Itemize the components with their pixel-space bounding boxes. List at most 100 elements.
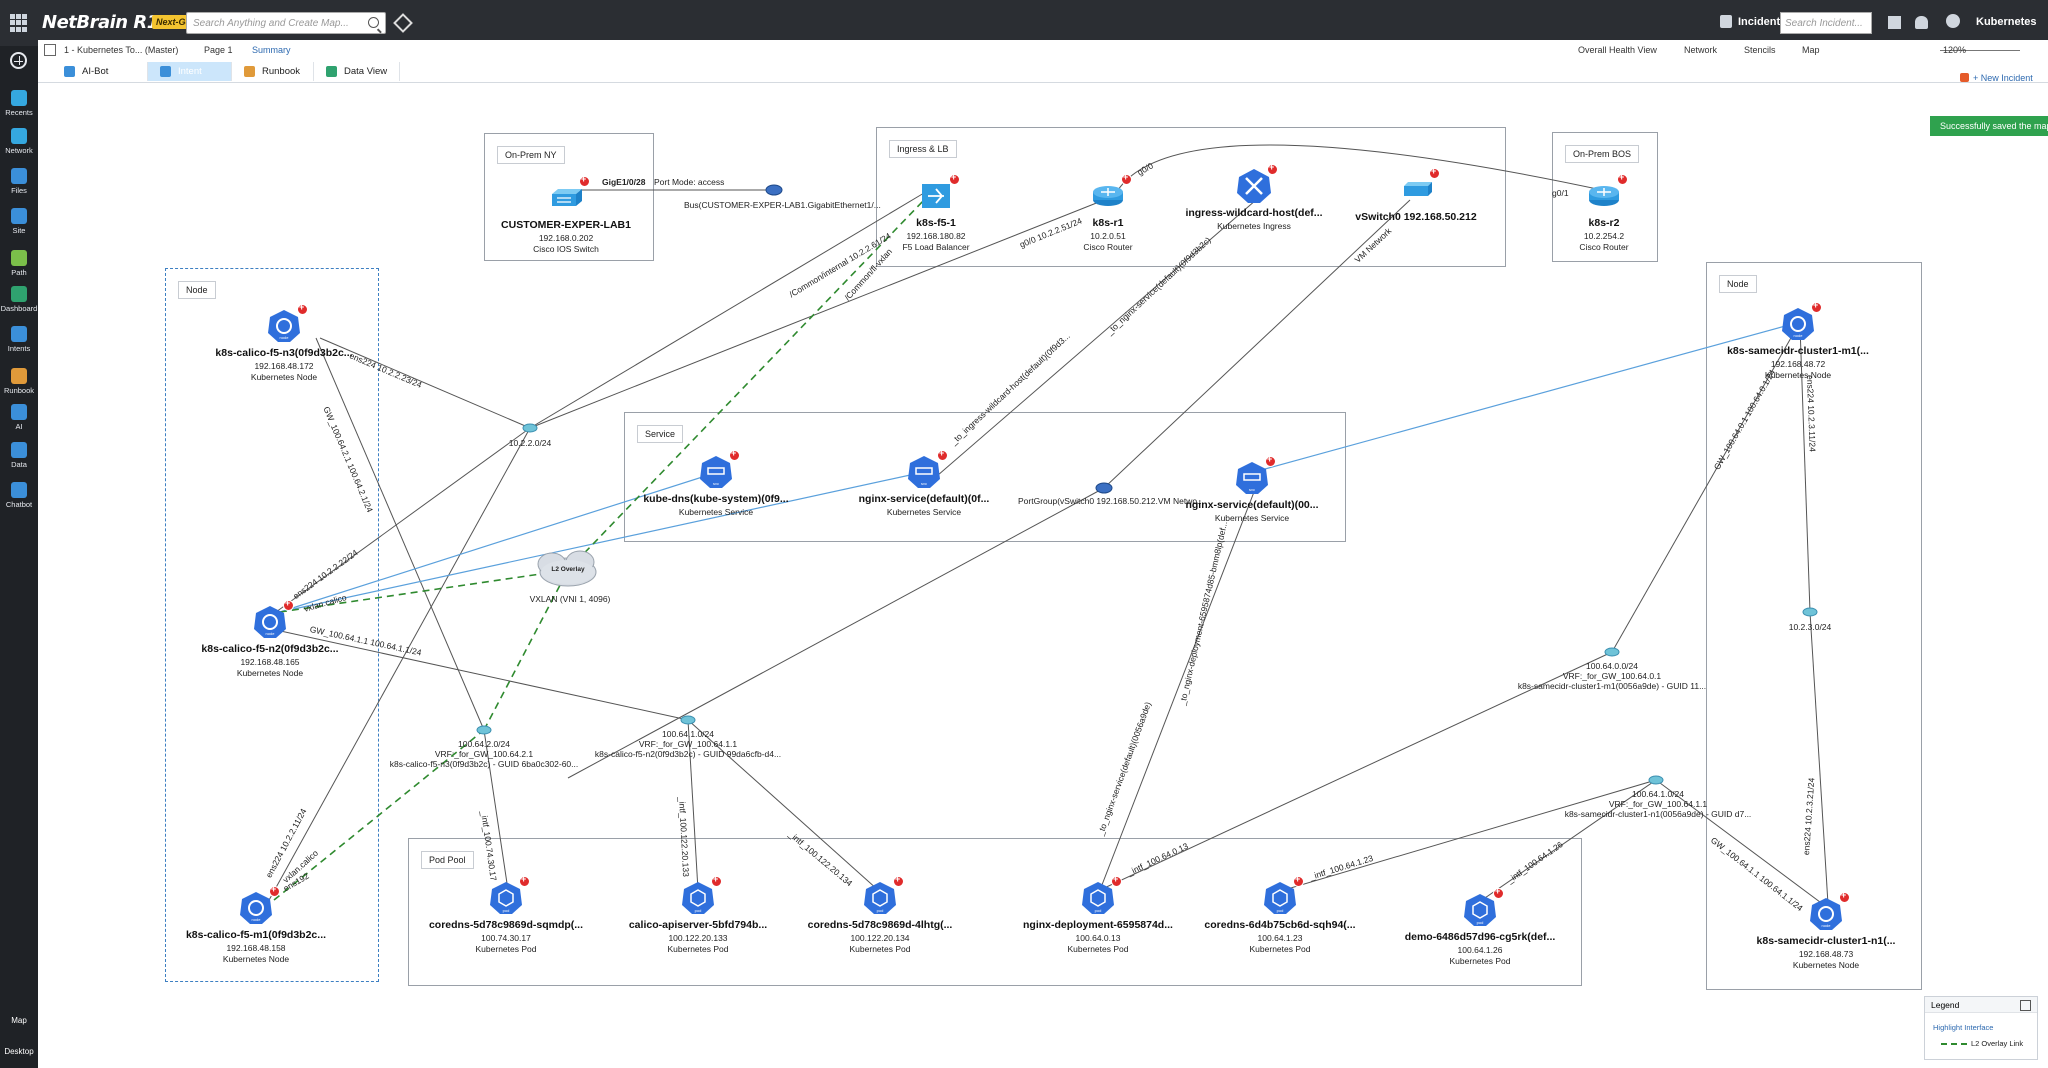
- stencils-button[interactable]: Stencils: [1744, 45, 1776, 55]
- node-p6[interactable]: poddemo-6486d57d96-cg5rk(def...100.64.1.…: [1370, 886, 1590, 966]
- group-node-right[interactable]: Node: [1706, 262, 1922, 990]
- f5-icon[interactable]: [918, 172, 960, 214]
- pod-icon[interactable]: pod: [680, 874, 722, 916]
- alert-badge-icon[interactable]: [1293, 874, 1304, 887]
- nav-chatbot[interactable]: Chatbot: [0, 482, 38, 509]
- alert-badge-icon[interactable]: [711, 874, 722, 887]
- node-nginx1[interactable]: svcnginx-service(default)(0f...Kubernete…: [814, 448, 1034, 518]
- k8s-icon[interactable]: node: [252, 598, 294, 640]
- network-button[interactable]: Network: [1684, 45, 1718, 55]
- user-name[interactable]: Kubernetes: [1976, 16, 2037, 28]
- alert-badge-icon[interactable]: [1111, 874, 1122, 887]
- router-icon[interactable]: [1090, 172, 1132, 214]
- nav-path[interactable]: Path: [0, 250, 38, 277]
- new-incident-button[interactable]: + New Incident: [1960, 73, 2033, 83]
- ingress-icon[interactable]: [1236, 162, 1278, 204]
- nav-data[interactable]: Data: [0, 442, 38, 469]
- nav-map[interactable]: Map: [11, 1016, 27, 1025]
- node-kdns[interactable]: svckube-dns(kube-system)(0f9...Kubernete…: [606, 448, 826, 518]
- node-sm1[interactable]: nodek8s-samecidr-cluster1-m1(...192.168.…: [1688, 300, 1908, 380]
- nav-ai[interactable]: AI: [0, 404, 38, 431]
- pod-icon[interactable]: pod: [862, 874, 904, 916]
- router-icon[interactable]: [1586, 172, 1628, 214]
- global-search-input[interactable]: Search Anything and Create Map...: [186, 12, 386, 34]
- alert-badge-icon[interactable]: [1265, 454, 1276, 467]
- node-sn1[interactable]: nodek8s-samecidr-cluster1-n1(...192.168.…: [1716, 890, 1936, 970]
- pod-icon[interactable]: pod: [1462, 886, 1504, 928]
- node-p3[interactable]: podcoredns-5d78c9869d-4lhtg(...100.122.2…: [770, 874, 990, 954]
- nav-network[interactable]: Network: [0, 128, 38, 155]
- alert-badge-icon[interactable]: [949, 172, 960, 185]
- svc-icon[interactable]: svc: [1234, 454, 1276, 496]
- nav-intents[interactable]: Intents: [0, 326, 38, 353]
- alert-badge-icon[interactable]: [893, 874, 904, 887]
- tab-runbook[interactable]: Runbook: [232, 62, 314, 81]
- node-p5[interactable]: podcoredns-6d4b75cb6d-sqh94(...100.64.1.…: [1170, 874, 1390, 954]
- map-button[interactable]: Map: [1802, 45, 1820, 55]
- bell-icon[interactable]: [1915, 16, 1928, 29]
- nav-site[interactable]: Site: [0, 208, 38, 235]
- node-n3[interactable]: nodek8s-calico-f5-n3(0f9d3b2c...192.168.…: [174, 302, 394, 382]
- alert-badge-icon[interactable]: [519, 874, 530, 887]
- expand-icon[interactable]: [44, 44, 56, 56]
- alert-badge-icon[interactable]: [1839, 890, 1850, 903]
- nav-desktop[interactable]: Desktop: [4, 1047, 34, 1056]
- add-icon[interactable]: [10, 52, 27, 69]
- node-p4[interactable]: podnginx-deployment-6595874d...100.64.0.…: [988, 874, 1208, 954]
- k8s-icon[interactable]: node: [1780, 300, 1822, 342]
- alert-badge-icon[interactable]: [729, 448, 740, 461]
- node-p1[interactable]: podcoredns-5d78c9869d-sqmdp(...100.74.30…: [396, 874, 616, 954]
- legend-panel[interactable]: Legend Highlight Interface L2 Overlay Li…: [1924, 996, 2038, 1060]
- vswitch-icon[interactable]: [1398, 166, 1440, 208]
- k8s-icon[interactable]: node: [266, 302, 308, 344]
- collapse-icon[interactable]: [2020, 1000, 2031, 1011]
- svc-icon[interactable]: svc: [906, 448, 948, 490]
- alert-badge-icon[interactable]: [1811, 300, 1822, 313]
- pod-icon[interactable]: pod: [1262, 874, 1304, 916]
- alert-badge-icon[interactable]: [1493, 886, 1504, 899]
- group-service[interactable]: Service: [624, 412, 1346, 542]
- breadcrumb-summary[interactable]: Summary: [252, 45, 291, 55]
- node-nginx2[interactable]: svcnginx-service(default)(00...Kubernete…: [1142, 454, 1362, 524]
- alert-badge-icon[interactable]: [283, 598, 294, 611]
- nav-files[interactable]: Files: [0, 168, 38, 195]
- k8s-icon[interactable]: node: [1808, 890, 1850, 932]
- nav-recents[interactable]: Recents: [0, 90, 38, 117]
- k8s-icon[interactable]: node: [238, 884, 280, 926]
- alert-badge-icon[interactable]: [937, 448, 948, 461]
- node-m1[interactable]: nodek8s-calico-f5-m1(0f9d3b2c...192.168.…: [146, 884, 366, 964]
- alert-badge-icon[interactable]: [1267, 162, 1278, 175]
- pod-icon[interactable]: pod: [1080, 874, 1122, 916]
- breadcrumb-page[interactable]: Page 1: [204, 45, 233, 55]
- incident-search-input[interactable]: Search Incident...: [1780, 12, 1872, 34]
- svc-icon[interactable]: svc: [698, 448, 740, 490]
- incident-label[interactable]: Incident: [1738, 16, 1781, 28]
- alert-badge-icon[interactable]: [269, 884, 280, 897]
- pod-icon[interactable]: pod: [488, 874, 530, 916]
- node-p2[interactable]: podcalico-apiserver-5bfd794b...100.122.2…: [588, 874, 808, 954]
- app-grid-icon[interactable]: [10, 14, 28, 32]
- alert-badge-icon[interactable]: [579, 174, 590, 187]
- l2-overlay-label[interactable]: L2 Overlay: [551, 566, 585, 573]
- alert-badge-icon[interactable]: [1121, 172, 1132, 185]
- health-view-button[interactable]: Overall Health View: [1578, 45, 1657, 55]
- node-vswitch[interactable]: vSwitch0 192.168.50.212: [1306, 166, 1526, 225]
- switch-icon[interactable]: [548, 174, 590, 216]
- alert-badge-icon[interactable]: [297, 302, 308, 315]
- group-pod-pool[interactable]: Pod Pool: [408, 838, 1582, 986]
- node-ingress[interactable]: ingress-wildcard-host(def...Kubernetes I…: [1144, 162, 1364, 232]
- chat-icon[interactable]: [1888, 16, 1901, 29]
- breadcrumb-map[interactable]: 1 - Kubernetes To... (Master): [64, 45, 179, 55]
- zoom-level[interactable]: 120%: [1943, 45, 1967, 55]
- incident-icon[interactable]: [1720, 15, 1732, 28]
- alert-badge-icon[interactable]: [1617, 172, 1628, 185]
- zoom-slider[interactable]: [1940, 50, 2020, 51]
- legend-highlight[interactable]: Highlight Interface: [1933, 1023, 1994, 1032]
- nav-dashboard[interactable]: Dashboard: [0, 286, 38, 313]
- search-icon[interactable]: [368, 17, 379, 28]
- tab-intent[interactable]: Intent: [148, 62, 232, 81]
